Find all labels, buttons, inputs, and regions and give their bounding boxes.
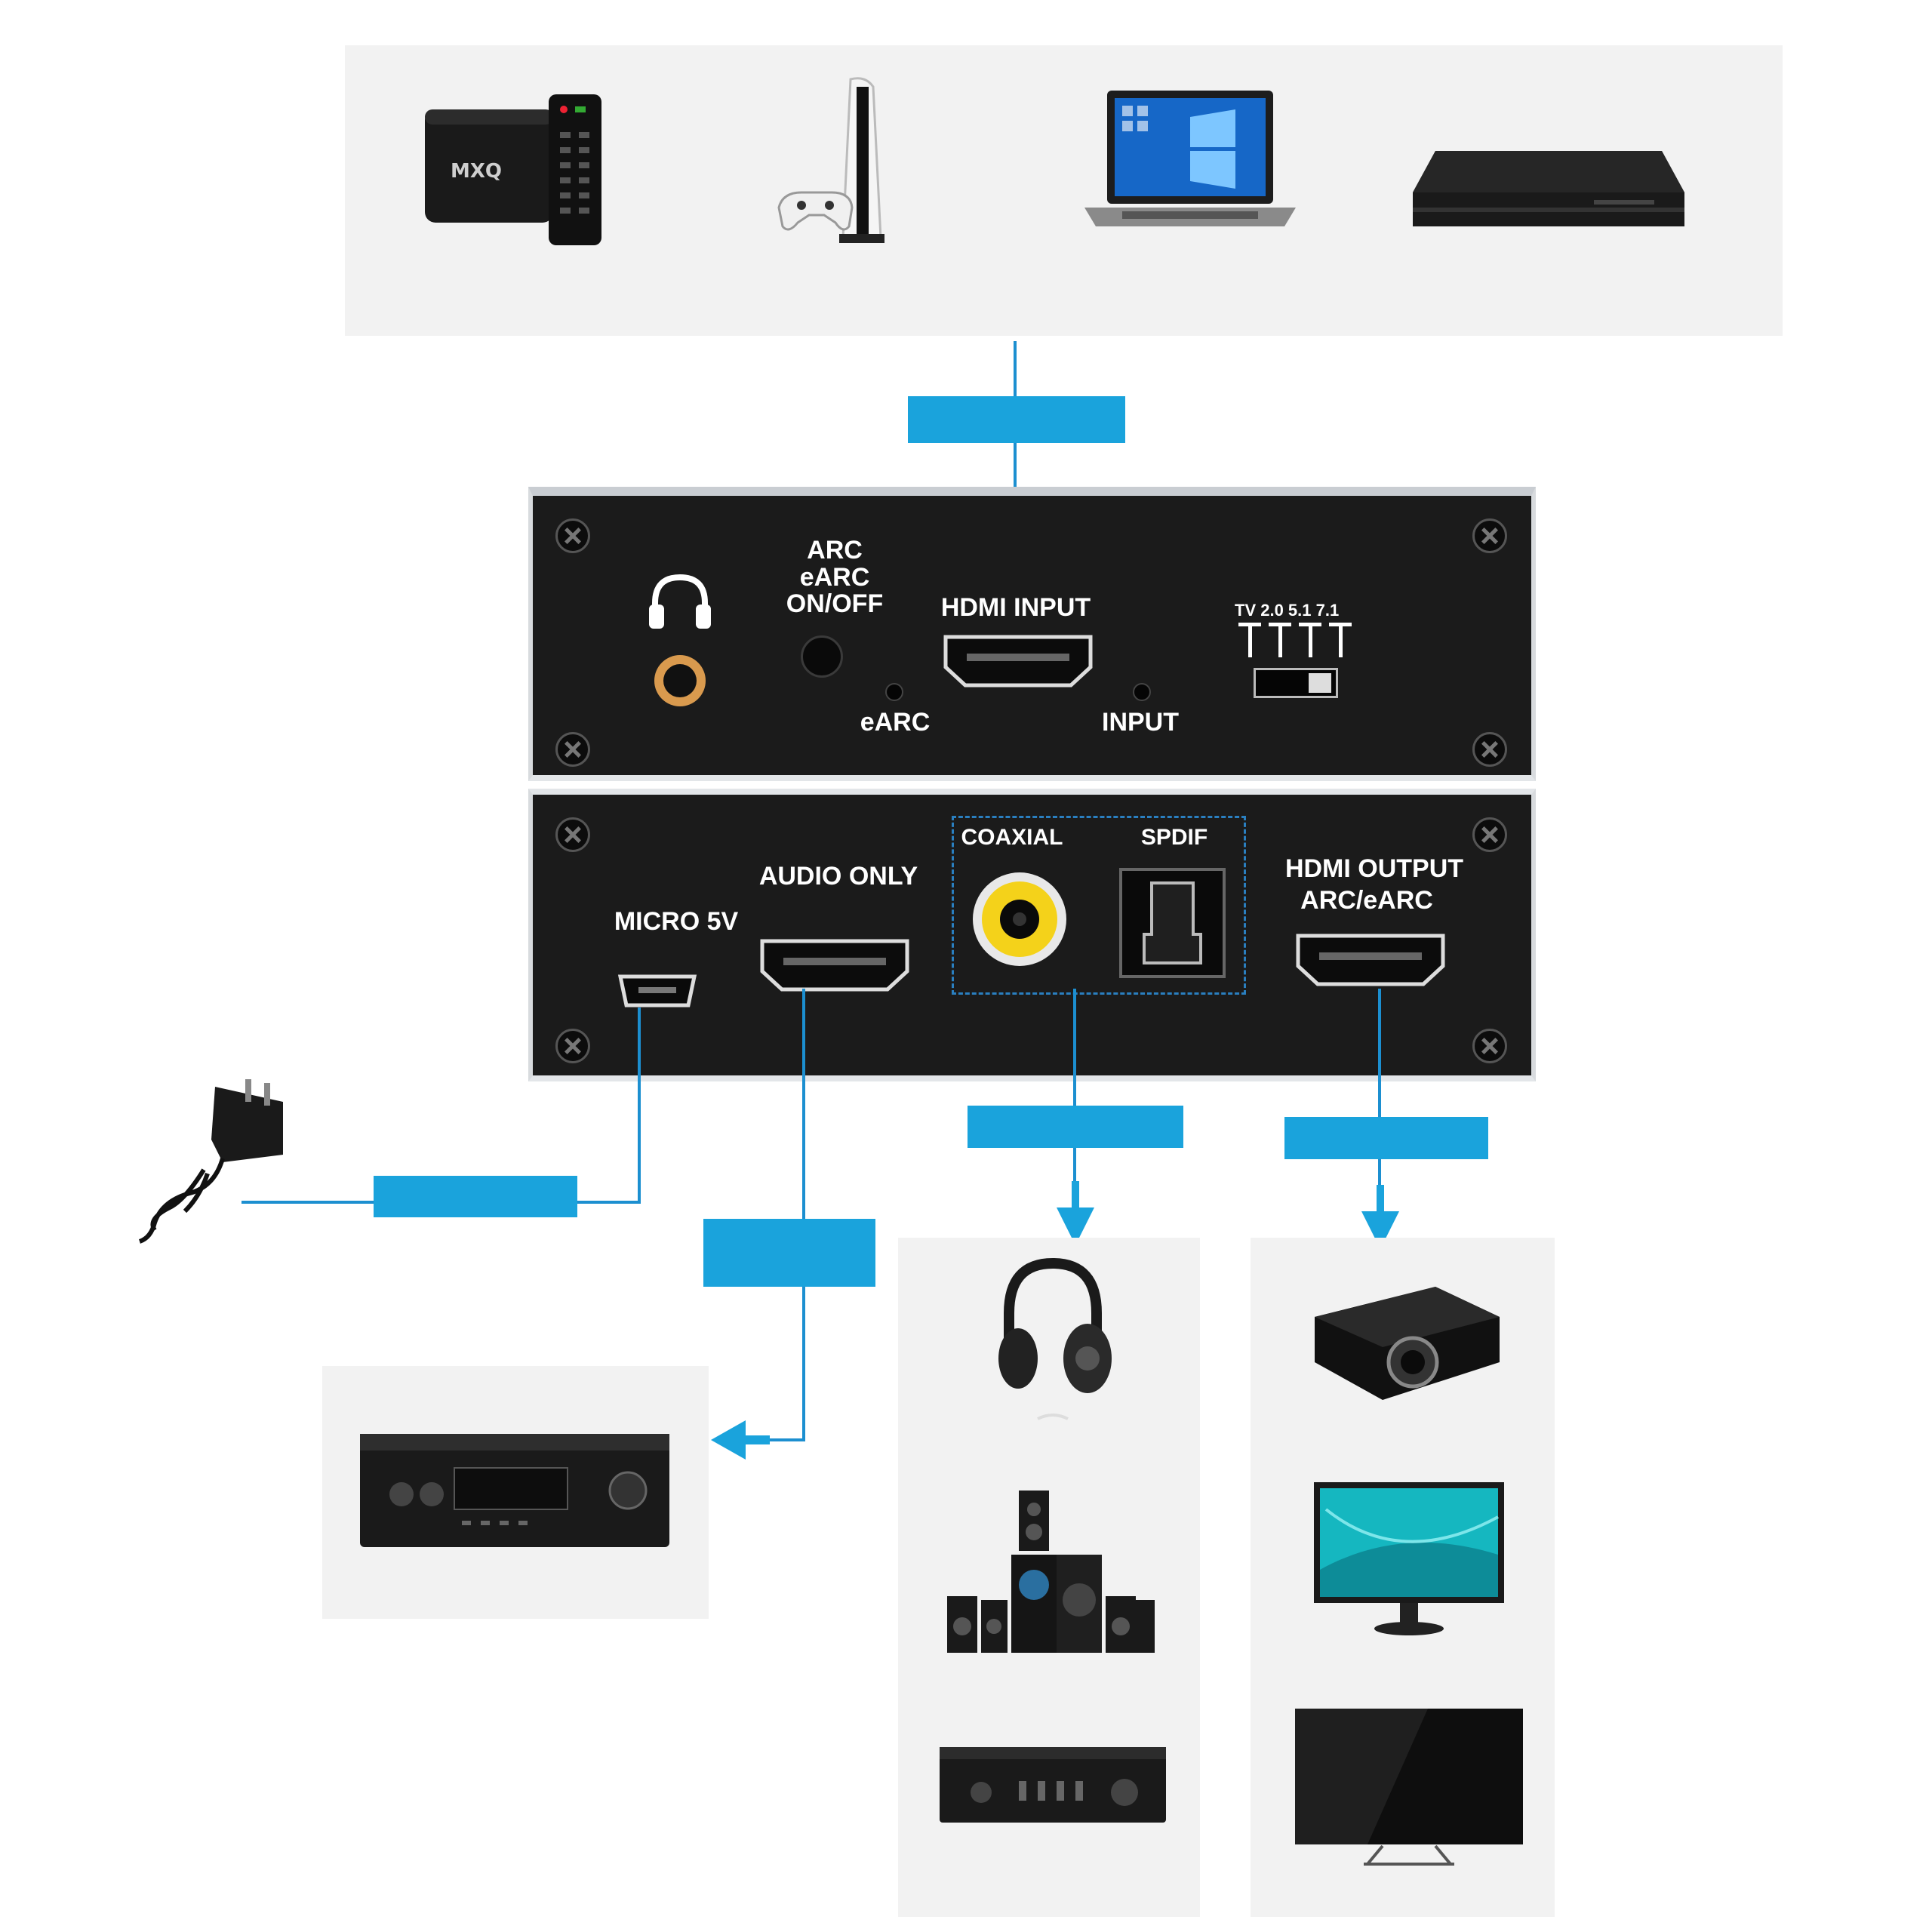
- laptop-icon: [1084, 91, 1296, 226]
- headphones-icon: [998, 1257, 1112, 1420]
- micro-usb-port[interactable]: [616, 972, 699, 1010]
- extractor-front-panel: ARC eARC ON/OFF eARC HDMI INPUT INPUT TV…: [528, 487, 1536, 781]
- stereo-amplifier-icon: [940, 1747, 1166, 1823]
- receiver-cable-tag: [703, 1219, 875, 1287]
- audio-devices-panel: [898, 1238, 1200, 1917]
- screw-icon: [1472, 817, 1507, 852]
- coaxial-port[interactable]: [971, 870, 1069, 968]
- svg-text:MXQ: MXQ: [451, 160, 502, 183]
- input-led: [1133, 683, 1151, 701]
- receiver-panel: [322, 1366, 709, 1619]
- screw-icon: [555, 732, 590, 767]
- digital-audio-group: [952, 816, 1246, 995]
- projector-icon: [1315, 1287, 1500, 1400]
- spdif-optical-port[interactable]: [1118, 866, 1227, 980]
- receiver-connector-horizontal: [755, 1438, 805, 1441]
- headphone-jack[interactable]: [650, 651, 710, 711]
- earc-led: [885, 683, 903, 701]
- hdmi-output-label: HDMI OUTPUT: [1284, 854, 1464, 883]
- bluray-player-icon: [1413, 151, 1684, 226]
- power-adapter-icon: [138, 1079, 283, 1244]
- av-receiver-icon: [360, 1434, 669, 1547]
- micro-usb-label: MICRO 5V: [614, 907, 739, 936]
- audio-mode-switch[interactable]: [1254, 668, 1338, 698]
- headphone-icon: [649, 574, 711, 629]
- earc-toggle-button[interactable]: [801, 635, 843, 678]
- earc-led-label: eARC: [860, 708, 931, 737]
- screw-icon: [1472, 518, 1507, 553]
- arrow-down-icon: [1361, 1185, 1399, 1249]
- monitor-icon: [1314, 1482, 1504, 1635]
- tv-box-icon: MXQ: [425, 94, 601, 245]
- audio-only-label: AUDIO ONLY: [758, 862, 918, 891]
- coaxial-label: COAXIAL: [961, 825, 1063, 850]
- screw-icon: [555, 1029, 590, 1063]
- screw-icon: [555, 518, 590, 553]
- audio-mode-ticks: [1238, 623, 1352, 657]
- display-cable-tag: [1284, 1117, 1488, 1159]
- audio-only-hdmi-port[interactable]: [759, 938, 910, 992]
- audio-connector-line: [1073, 989, 1076, 1208]
- screw-icon: [555, 817, 590, 852]
- screw-icon: [1472, 732, 1507, 767]
- arrow-down-icon: [1057, 1181, 1094, 1245]
- arrow-left-icon: [711, 1420, 770, 1460]
- hdmi-output-arc-label: ARC/eARC: [1300, 886, 1433, 915]
- home-theater-speakers-icon: [947, 1491, 1155, 1653]
- display-connector-line: [1378, 989, 1381, 1208]
- receiver-connector-vertical: [802, 989, 805, 1441]
- input-led-label: INPUT: [1102, 708, 1179, 737]
- hdmi-input-port[interactable]: [943, 634, 1094, 688]
- tv-icon: [1295, 1709, 1523, 1866]
- earc-toggle-label: ARC eARC ON/OFF: [786, 536, 884, 619]
- hdmi-output-port[interactable]: [1295, 933, 1446, 987]
- power-connector-vertical: [638, 1008, 641, 1204]
- source-devices-panel: MXQ: [345, 45, 1783, 336]
- hdmi-input-label: HDMI INPUT: [940, 593, 1091, 622]
- audio-cable-tag: [968, 1106, 1183, 1148]
- power-cable-tag: [374, 1176, 577, 1217]
- screw-icon: [1472, 1029, 1507, 1063]
- extractor-rear-panel: MICRO 5V AUDIO ONLY COAXIAL SPDIF HDMI O…: [528, 789, 1536, 1081]
- game-console-icon: [777, 77, 884, 243]
- source-cable-tag: [908, 396, 1125, 443]
- video-devices-panel: [1251, 1238, 1555, 1917]
- audio-mode-label: TV 2.0 5.1 7.1: [1235, 601, 1340, 620]
- spdif-label: SPDIF: [1140, 825, 1208, 850]
